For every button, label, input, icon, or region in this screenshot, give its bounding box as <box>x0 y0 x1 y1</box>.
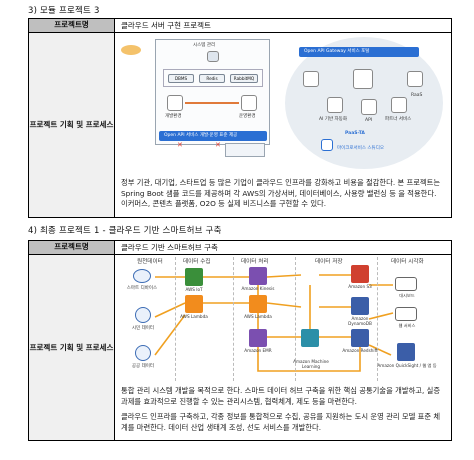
project-description-3: 정부 기관, 대기업, 스타트업 등 많은 기업이 클라우드 인프라를 강화하고… <box>115 175 451 217</box>
right-portal-bar: Open API Gateway 서비스 포털 <box>299 47 419 57</box>
flow-arrow <box>185 102 239 104</box>
label-project-name: 프로젝트명 <box>28 18 115 33</box>
visual-label: 대시보드 <box>399 293 415 298</box>
description-paragraph: 정부 기관, 대기업, 스타트업 등 많은 기업이 클라우드 인프라를 강화하고… <box>121 178 441 208</box>
smart-device-icon <box>133 269 151 283</box>
dev-env-icon <box>167 95 183 111</box>
architecture-diagram-2: 원천데이터 데이터 수집 데이터 처리 데이터 저장 데이터 시각화 스마트 디… <box>115 255 451 383</box>
ai-automation-icon <box>327 97 343 113</box>
column-header: 데이터 처리 <box>241 259 269 265</box>
dashboard-icon <box>395 277 417 291</box>
right-item-label: RaaS <box>411 93 423 98</box>
process-label: Amazon EMR <box>244 348 272 353</box>
left-panel-title: 시스템 관리 <box>193 43 216 48</box>
s3-icon <box>351 265 369 283</box>
aws-lambda-icon <box>185 295 203 313</box>
description-paragraph: 클라우드 인프라를 구축하고, 각종 정보를 통합적으로 수집, 공유를 지원하… <box>121 412 441 432</box>
chip-redis: Redis <box>199 74 225 83</box>
paas-ta-badge: PaaS-TA <box>345 131 365 136</box>
store-label: Amazon S3 <box>348 284 372 289</box>
public-data-icon <box>135 345 151 361</box>
network-icon <box>407 71 423 87</box>
cloud-logo-icon <box>121 45 141 55</box>
label-project-name: 프로젝트명 <box>28 240 115 255</box>
right-item-label: API <box>365 118 373 123</box>
architecture-diagram-1: 시스템 관리 DBMS Redis RabbitMQ 개발환경 운영환경 Ope… <box>115 33 451 175</box>
gear-icon <box>303 71 319 87</box>
visual-label: Amazon QuickSight / 웹 앱 등 <box>377 363 437 368</box>
column-header: 데이터 시각화 <box>391 259 424 265</box>
aws-iot-icon <box>185 268 203 286</box>
store-label: Amazon Redshift <box>342 348 378 353</box>
data-flow-lines <box>154 274 394 372</box>
process-label-text: 프로젝트 기획 및 프로세스 <box>29 119 114 129</box>
description-paragraph: 통합 관리 시스템 개발을 목적으로 한다. 스마트 데이터 허브 구축을 위한… <box>121 386 441 406</box>
partner-icon <box>391 97 407 113</box>
source-label: 스마트 디바이스 <box>126 286 158 291</box>
hub-icon <box>353 69 373 89</box>
lambda-icon <box>249 295 267 313</box>
store-label: Amazon DynamoDB <box>348 316 372 326</box>
column-divider <box>377 257 378 381</box>
project-table-4: 프로젝트명 클라우드 기반 스마트허브 구축 프로젝트 기획 및 프로세스 <box>28 240 452 441</box>
column-header: 데이터 저장 <box>315 259 343 265</box>
column-divider <box>175 257 176 381</box>
project-table-3: 프로젝트명 클라우드 서버 구현 프로젝트 프로젝트 기획 및 프로세스 시스템… <box>28 18 452 218</box>
ops-env-icon <box>241 95 257 111</box>
dynamodb-icon <box>351 297 369 315</box>
x-mark-icon: ✕ <box>177 141 183 149</box>
column-divider <box>295 257 296 381</box>
dev-env-label: 개발환경 <box>165 114 182 119</box>
process-label: AWS Lambda <box>244 314 272 319</box>
micro-studio-label: 마이크로서비스 스튜디오 <box>337 146 384 151</box>
right-item-label: AI 기반 자동화 <box>319 117 347 122</box>
citizen-icon <box>135 307 151 323</box>
column-header: 데이터 수집 <box>183 259 211 265</box>
chip-rabbitmq: RabbitMQ <box>230 74 258 83</box>
project-name-value: 클라우드 기반 스마트허브 구축 <box>114 240 452 255</box>
studio-icon <box>321 139 333 151</box>
project-name-value: 클라우드 서버 구현 프로젝트 <box>114 18 452 33</box>
process-label: Amazon Machine Learning <box>293 359 329 369</box>
right-item-label: 파트너 서비스 <box>385 117 412 122</box>
collect-label: AWS Lambda <box>180 314 208 319</box>
chip-dbms: DBMS <box>168 74 194 83</box>
web-service-icon <box>395 307 417 321</box>
label-project-process: 프로젝트 기획 및 프로세스 <box>28 254 115 441</box>
section-heading-3: 3) 모듈 프로젝트 3 <box>28 6 100 16</box>
section-heading-4: 4) 최종 프로젝트 1 - 클라우드 기반 스마트허브 구축 <box>28 226 222 236</box>
visual-label: 웹 서비스 <box>398 323 416 328</box>
left-bottom-bar: Open API 서비스 개발·운영 표준 제공 <box>159 131 267 141</box>
source-label: 시민 데이터 <box>131 326 155 331</box>
project-description-4: 통합 관리 시스템 개발을 목적으로 한다. 스마트 데이터 허브 구축을 위한… <box>115 383 451 440</box>
quicksight-icon <box>397 343 415 361</box>
kinesis-icon <box>249 267 267 285</box>
column-header: 원천데이터 <box>137 259 163 265</box>
ops-env-label: 운영환경 <box>239 114 256 119</box>
process-label: Amazon Kinesis <box>241 286 275 291</box>
process-label-text: 프로젝트 기획 및 프로세스 <box>29 342 114 352</box>
device-cluster <box>225 143 265 157</box>
collect-label: AWS IoT <box>185 287 203 292</box>
server-icon <box>207 51 219 62</box>
redshift-icon <box>351 329 369 347</box>
api-icon <box>361 99 377 115</box>
x-mark-icon: ✕ <box>215 141 221 149</box>
label-project-process: 프로젝트 기획 및 프로세스 <box>28 32 115 218</box>
emr-icon <box>249 329 267 347</box>
column-divider <box>233 257 234 381</box>
machine-learning-icon <box>301 329 319 347</box>
source-label: 공공 데이터 <box>131 364 155 369</box>
